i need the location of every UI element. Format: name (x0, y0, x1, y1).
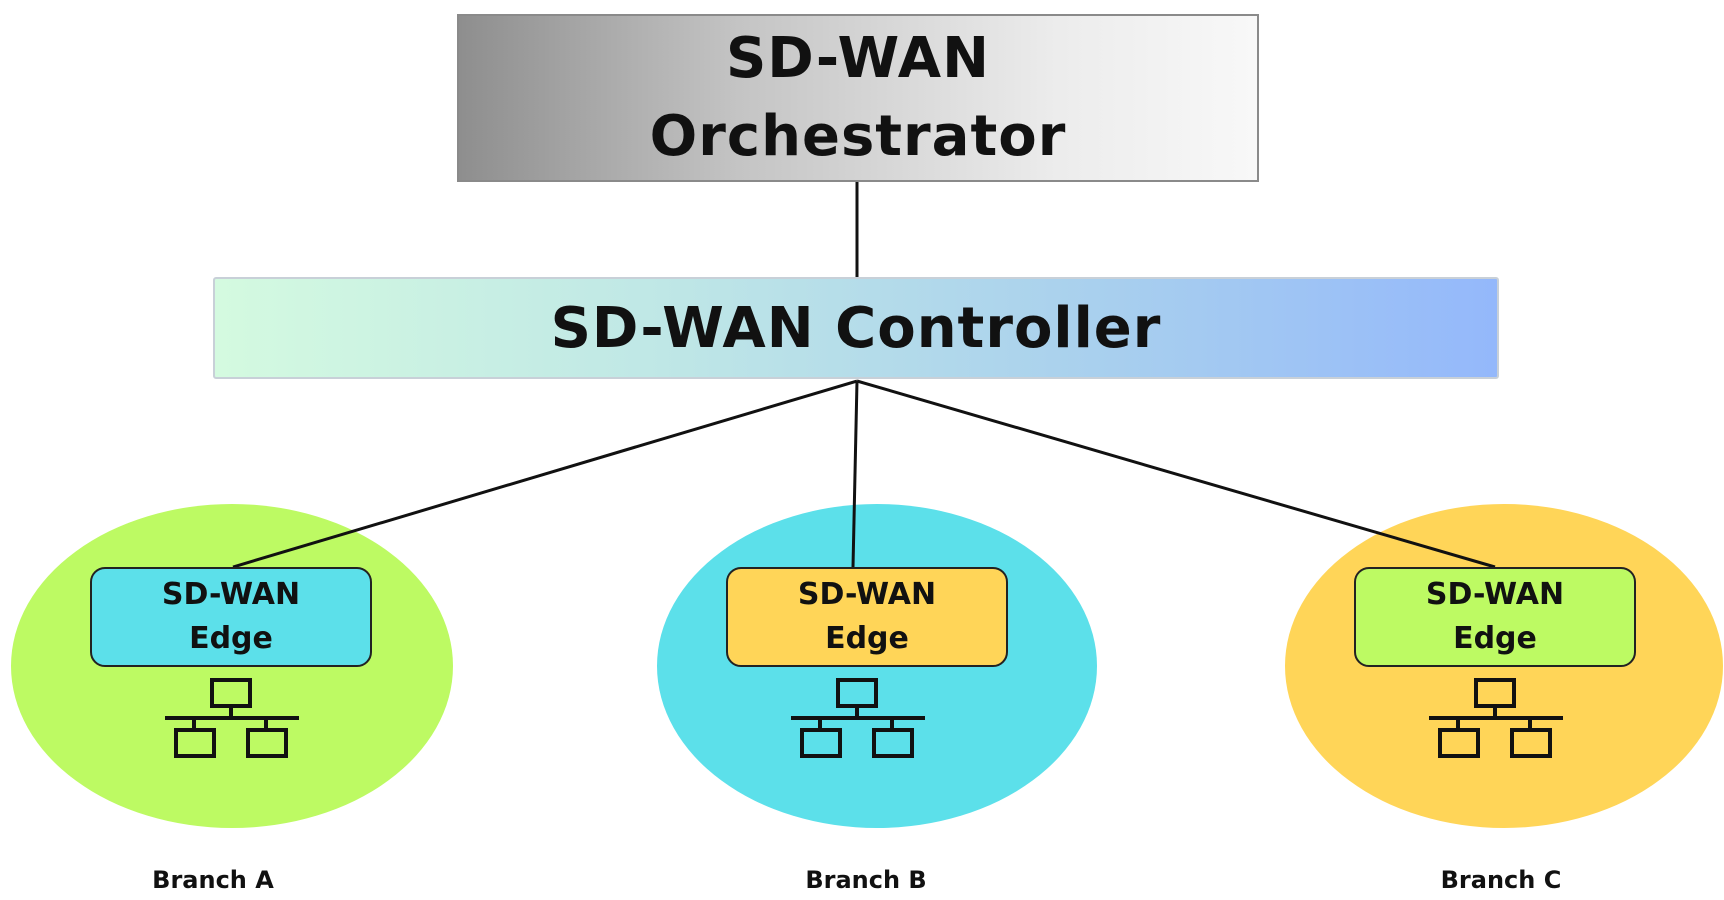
edge-label-line1: SD-WAN (161, 577, 301, 612)
controller-branch-a-connector (232, 379, 858, 569)
branch-a-label: Branch A (152, 866, 274, 894)
edge-label-line2: Edge (825, 621, 909, 656)
edge-label-line2: Edge (1453, 621, 1537, 656)
network-topology-icon (1429, 678, 1563, 758)
edge-label-line1: SD-WAN (797, 577, 937, 612)
controller-branch-b-connector (851, 380, 859, 568)
controller-branch-c-connector (856, 379, 1496, 569)
edge-label-line2: Edge (189, 621, 273, 656)
orchestrator-title-line1: SD-WAN (725, 26, 991, 91)
branch-a-edge-box: SD-WAN Edge (90, 567, 372, 667)
orchestrator-box: SD-WAN Orchestrator (457, 14, 1259, 182)
controller-box: SD-WAN Controller (213, 277, 1499, 379)
edge-label-line1: SD-WAN (1425, 577, 1565, 612)
branch-c-label: Branch C (1440, 866, 1562, 894)
branch-b-label: Branch B (805, 866, 927, 894)
controller-title: SD-WAN Controller (550, 295, 1162, 361)
network-topology-icon (791, 678, 925, 758)
network-topology-icon (165, 678, 299, 758)
orchestrator-title-line2: Orchestrator (649, 104, 1067, 169)
branch-b-edge-box: SD-WAN Edge (726, 567, 1008, 667)
branch-c-edge-box: SD-WAN Edge (1354, 567, 1636, 667)
